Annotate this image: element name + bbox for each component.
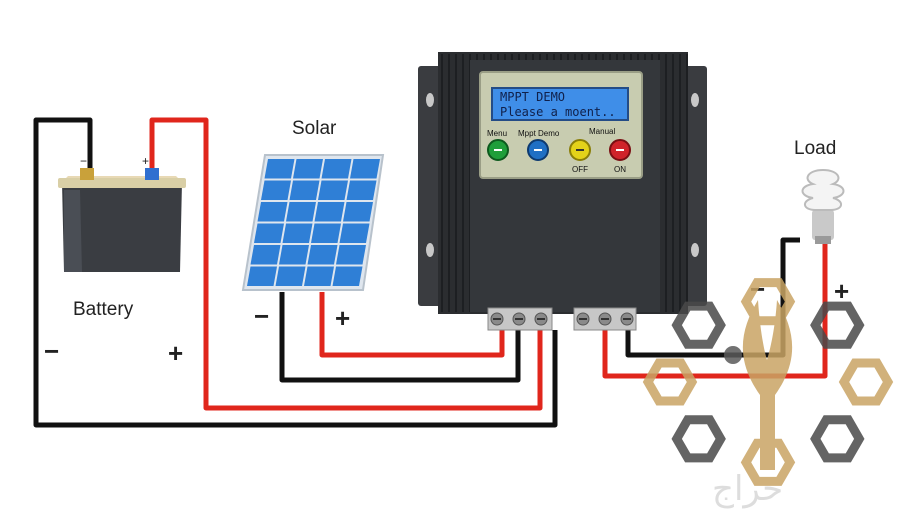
battery: − + — [58, 154, 186, 272]
battery-label: Battery — [73, 299, 134, 320]
solar-cell — [321, 159, 352, 179]
manual-label: Manual — [589, 127, 615, 136]
solar-cell — [350, 159, 380, 179]
solar-cell — [332, 266, 363, 286]
load-plus-sign: + — [834, 276, 849, 306]
battery-negative-wire — [33, 117, 558, 428]
solar-plus-sign: + — [335, 303, 350, 333]
watermark-hexagon — [671, 301, 726, 349]
solar-cell — [261, 180, 291, 200]
solar-cell — [304, 266, 334, 286]
battery-plus-sign: + — [168, 338, 183, 368]
solar-label: Solar — [292, 118, 337, 139]
battery-positive-terminal — [145, 168, 159, 180]
solar-cell — [311, 223, 341, 243]
solar-cell — [282, 223, 313, 243]
watermark-hexagon — [740, 438, 796, 486]
solar-cell — [289, 180, 320, 200]
solar-cell — [336, 245, 366, 265]
solar-cell — [250, 245, 281, 265]
solar-panel — [241, 154, 385, 291]
mppt-demo-label: Mppt Demo — [518, 129, 560, 138]
battery-terminal-plus: + — [142, 154, 149, 168]
lcd-line-2: Please a moent.. — [500, 105, 616, 119]
watermark-hexagon — [810, 415, 865, 463]
solar-cell — [346, 180, 377, 200]
watermark-hexagon — [838, 358, 894, 406]
charge-controller: MPPT DEMO Please a moent.. Menu Mppt Dem… — [418, 52, 707, 331]
solar-cell — [257, 202, 288, 222]
solar-cell — [264, 159, 295, 179]
solar-cell — [318, 180, 348, 200]
battery-positive-wire — [149, 117, 543, 411]
battery-terminal-minus: − — [80, 154, 87, 168]
on-label: ON — [614, 165, 626, 174]
battery-minus-sign: − — [44, 336, 59, 366]
solar-cell — [307, 245, 338, 265]
solar-cell — [247, 266, 277, 286]
lcd-screen — [491, 87, 629, 121]
watermark-text: حراج — [712, 469, 783, 509]
watermark-hexagon — [671, 415, 726, 463]
solar-cell — [343, 202, 373, 222]
solar-cell — [275, 266, 306, 286]
solar-negative-wire — [279, 292, 521, 383]
solar-cell — [279, 245, 309, 265]
lcd-line-1: MPPT DEMO — [500, 90, 565, 104]
battery-negative-terminal — [80, 168, 94, 180]
off-label: OFF — [572, 165, 588, 174]
load-bulb — [801, 168, 845, 244]
solar-cell — [254, 223, 284, 243]
load-label: Load — [794, 138, 836, 159]
solar-cell — [339, 223, 370, 243]
solar-cell — [314, 202, 345, 222]
solar-cell — [293, 159, 323, 179]
watermark-hexagon — [642, 358, 698, 406]
solar-minus-sign: − — [254, 301, 269, 331]
solar-cell — [286, 202, 316, 222]
watermark-logo: حراج — [642, 278, 894, 509]
solar-positive-wire — [319, 292, 505, 358]
watermark-hexagon — [810, 301, 865, 349]
menu-label: Menu — [487, 129, 507, 138]
